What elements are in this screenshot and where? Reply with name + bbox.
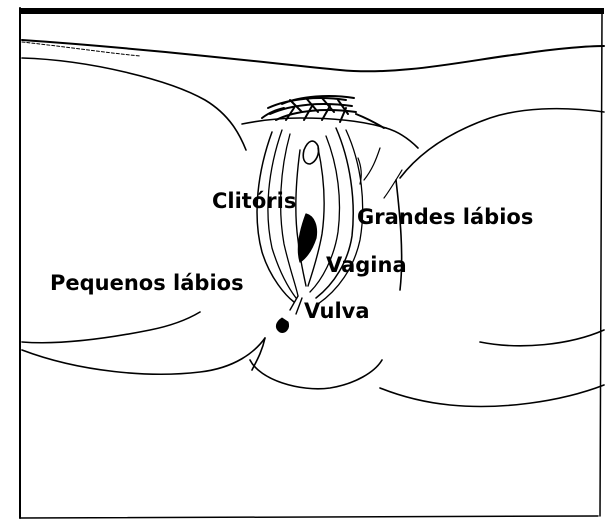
diagram-frame — [20, 8, 604, 518]
label-labia-minora: Pequenos lábios — [50, 271, 244, 295]
label-vagina: Vagina — [326, 253, 407, 277]
label-clitoris: Clitóris — [212, 189, 296, 213]
label-vulva: Vulva — [304, 299, 370, 323]
label-labia-majora: Grandes lábios — [357, 205, 533, 229]
